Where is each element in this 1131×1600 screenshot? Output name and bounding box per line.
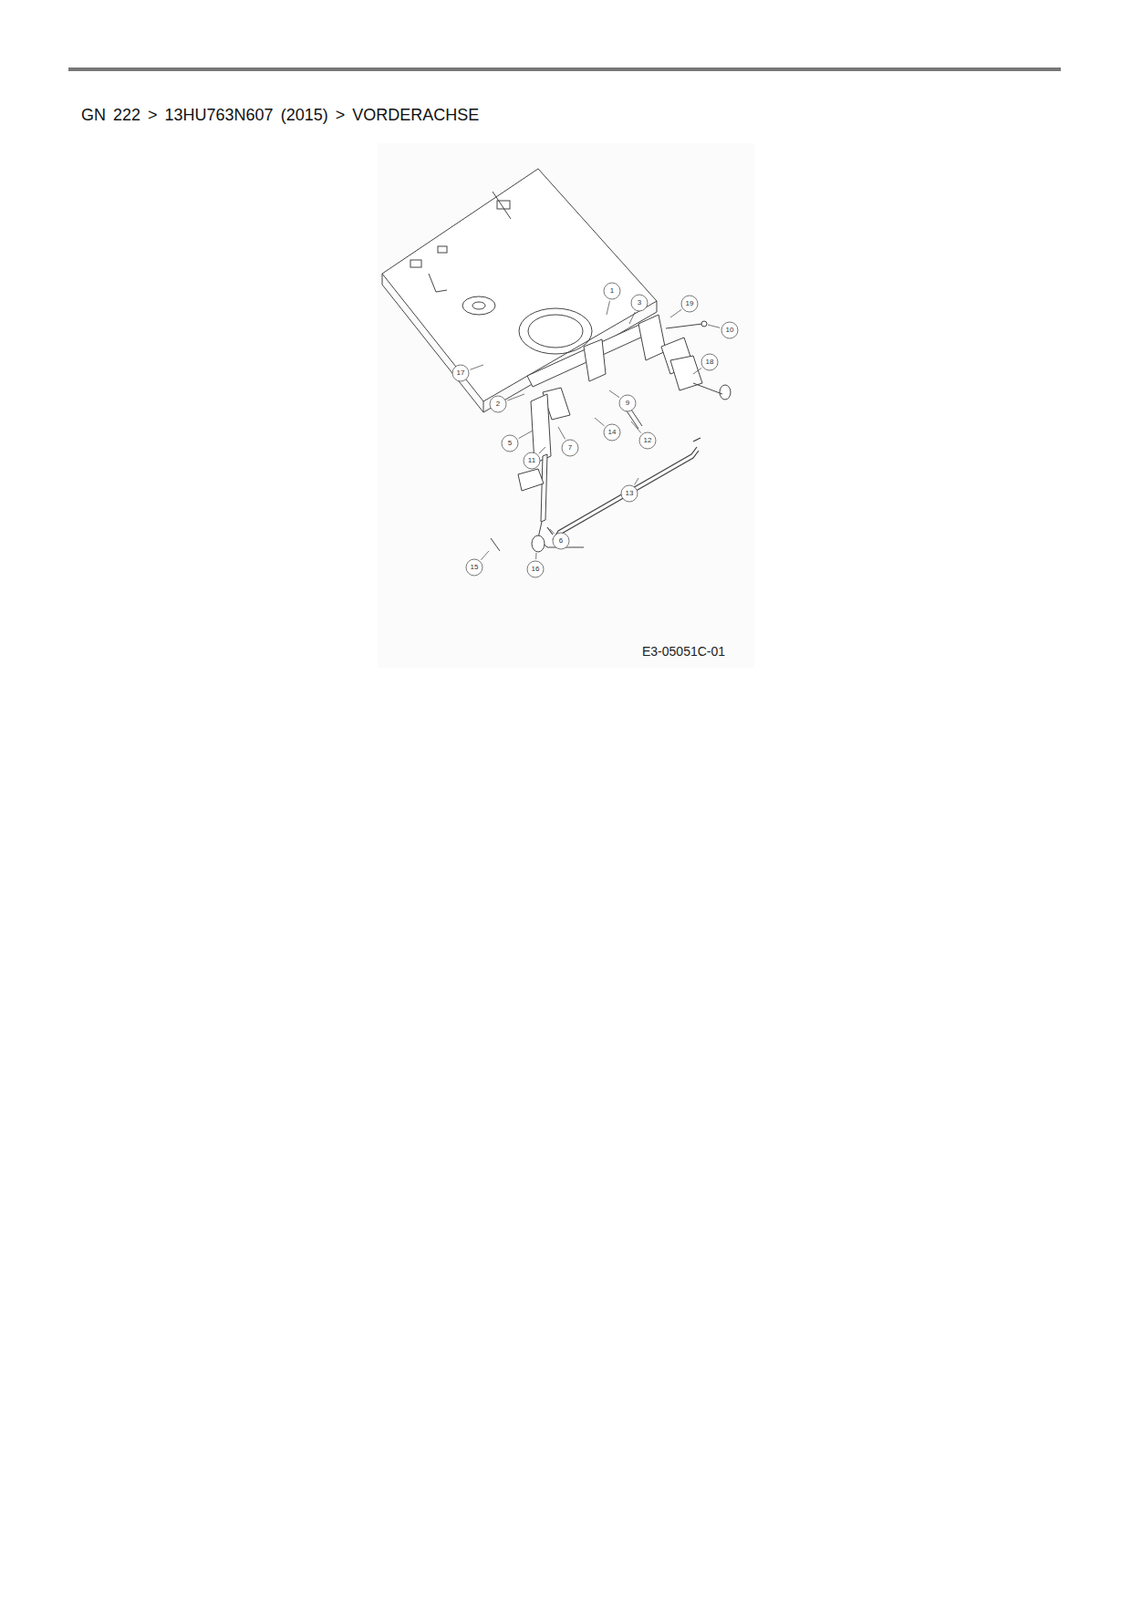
leader-line [539,446,546,454]
callout-circle [527,560,544,578]
callout-number: 19 [681,300,698,308]
callout-circle [523,452,540,469]
leader-line [629,311,635,324]
leader-line [535,552,537,560]
callout-number: 12 [639,436,656,445]
tie-rod-drawing [547,437,701,544]
leader-line [558,426,566,439]
callout-number: 15 [466,563,483,571]
callout-circle [621,485,638,502]
callout-number: 13 [621,489,638,498]
illustration-ground [377,143,755,668]
callout-number: 1 [603,287,621,295]
leader-line [606,300,611,315]
leader-line [480,550,489,561]
leader-line [631,421,642,434]
callout-number: 7 [561,444,579,452]
callout-circle [721,321,738,339]
callout-number: 3 [631,299,648,307]
leader-line [693,367,702,374]
leader-line [609,390,620,398]
leader-line [518,430,533,439]
callout-number: 11 [523,456,540,465]
callout-circle [681,295,698,312]
callout-circle [619,394,636,412]
callout-circle [452,364,469,382]
callout-circle [561,439,579,457]
callout-circle [639,432,656,449]
leader-line [670,309,682,318]
header-rule [68,67,1061,72]
callout-number: 18 [701,358,718,366]
callout-circle [701,353,718,371]
drawing-code: E3-05051C-01 [642,643,726,659]
callout-circle [603,282,621,300]
leader-line [707,324,720,328]
chassis-drawing [382,168,657,413]
callout-number: 16 [527,565,544,573]
leader-line [549,529,555,534]
callout-circle [603,424,621,441]
callout-number: 9 [619,399,636,407]
callout-number: 10 [721,326,738,334]
page-title: GN 222 > 13HU763N607 (2015) > VORDERACHS… [81,105,479,125]
callout-circle [501,435,519,452]
axle-drawing [527,314,731,429]
callout-number: 17 [452,369,469,377]
callout-number: 14 [603,428,621,436]
leader-line [507,394,525,401]
leader-line [594,417,605,426]
leader-line [469,364,484,370]
callout-circle [631,294,648,312]
callout-number: 2 [489,400,507,408]
callout-circle [489,395,507,413]
callout-circle [552,532,570,550]
callout-circle [466,559,483,576]
leader-line [634,477,639,486]
callout-number: 6 [552,537,570,545]
callout-number: 5 [501,439,519,447]
steering-drawing [490,394,584,552]
